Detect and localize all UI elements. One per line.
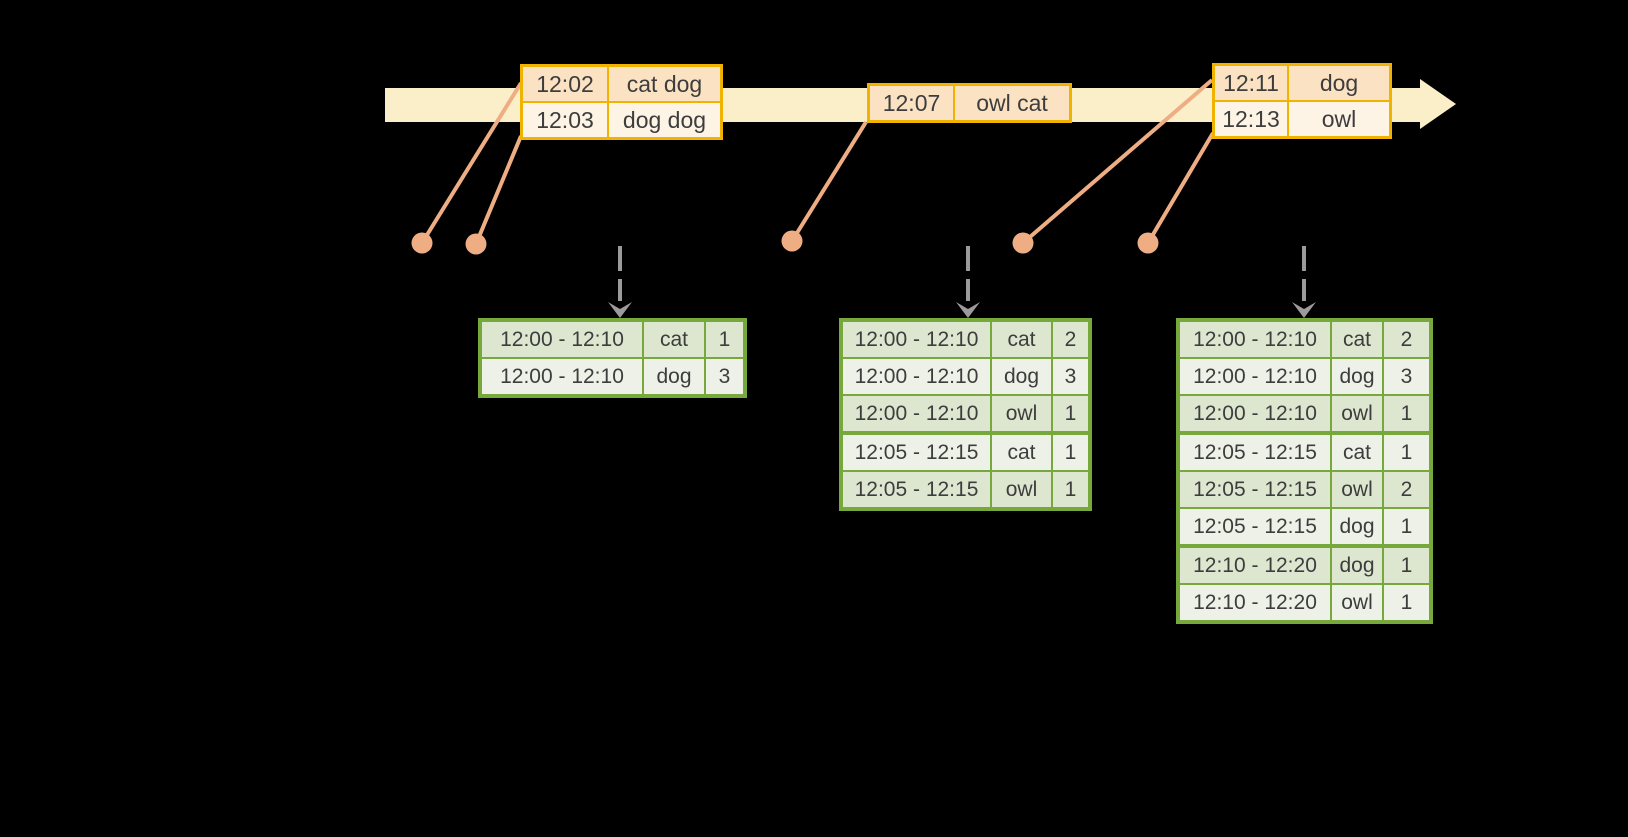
table-cell: cat [644, 322, 704, 357]
table-cell: cat [1332, 322, 1382, 357]
table-cell: 12:05 - 12:15 [843, 472, 990, 507]
table-cell: 12:05 - 12:15 [1180, 435, 1330, 470]
table-cell: cat [1332, 435, 1382, 470]
table-cell: dog dog [609, 103, 720, 137]
table-cell: dog [1332, 359, 1382, 394]
connector-line [420, 81, 523, 245]
connector-line [474, 135, 523, 245]
table-cell: 3 [706, 359, 743, 394]
table-cell: 2 [1384, 322, 1429, 357]
event-dot [411, 232, 433, 254]
table-cell: dog [992, 359, 1051, 394]
connector-line [1021, 78, 1214, 245]
table-cell: 1 [1053, 396, 1088, 431]
table-cell: owl [1332, 472, 1382, 507]
table-cell: 12:10 - 12:20 [1180, 585, 1330, 620]
table-cell: 12:00 - 12:10 [1180, 359, 1330, 394]
table-cell: 1 [1384, 435, 1429, 470]
table-cell: 1 [706, 322, 743, 357]
table-cell: owl [992, 396, 1051, 431]
connector-line [1146, 131, 1215, 245]
table-cell: owl [1332, 396, 1382, 431]
table-cell: 12:13 [1215, 102, 1287, 136]
connector-line [790, 120, 868, 243]
table-cell: 12:00 - 12:10 [1180, 396, 1330, 431]
table-cell: owl cat [955, 86, 1069, 120]
table-cell: 12:00 - 12:10 [482, 322, 642, 357]
table-cell: 2 [1053, 322, 1088, 357]
table-cell: dog [644, 359, 704, 394]
table-cell: cat dog [609, 67, 720, 101]
table-cell: 12:00 - 12:10 [1180, 322, 1330, 357]
table-cell: 12:02 [523, 67, 607, 101]
table-cell: 12:00 - 12:10 [482, 359, 642, 394]
table-cell: 1 [1384, 396, 1429, 431]
timeline-arrowhead-icon [1420, 79, 1456, 129]
down-arrow-icon [1292, 302, 1316, 318]
table-cell: 12:00 - 12:10 [843, 396, 990, 431]
table-cell: cat [992, 435, 1051, 470]
table-cell: 3 [1384, 359, 1429, 394]
table-cell: dog [1332, 548, 1382, 583]
table-cell: dog [1332, 509, 1382, 544]
table-cell: owl [992, 472, 1051, 507]
table-cell: 12:07 [870, 86, 953, 120]
event-dot [1137, 232, 1159, 254]
table-cell: 3 [1053, 359, 1088, 394]
event-dot [781, 230, 803, 252]
table-cell: 12:03 [523, 103, 607, 137]
table-cell: 1 [1384, 585, 1429, 620]
table-cell: 12:05 - 12:15 [1180, 472, 1330, 507]
table-cell: 1 [1053, 472, 1088, 507]
table-cell: dog [1289, 66, 1389, 100]
table-cell: 2 [1384, 472, 1429, 507]
table-cell: 12:11 [1215, 66, 1287, 100]
table-cell: 1 [1384, 548, 1429, 583]
table-cell: cat [992, 322, 1051, 357]
table-cell: 12:10 - 12:20 [1180, 548, 1330, 583]
event-dot [465, 233, 487, 255]
table-cell: 12:05 - 12:15 [1180, 509, 1330, 544]
down-arrow-icon [608, 302, 632, 318]
table-cell: owl [1332, 585, 1382, 620]
down-arrow-icon [956, 302, 980, 318]
table-cell: 12:00 - 12:10 [843, 322, 990, 357]
table-cell: 12:05 - 12:15 [843, 435, 990, 470]
table-cell: 1 [1384, 509, 1429, 544]
table-cell: owl [1289, 102, 1389, 136]
event-dot [1012, 232, 1034, 254]
table-cell: 1 [1053, 435, 1088, 470]
table-cell: 12:00 - 12:10 [843, 359, 990, 394]
